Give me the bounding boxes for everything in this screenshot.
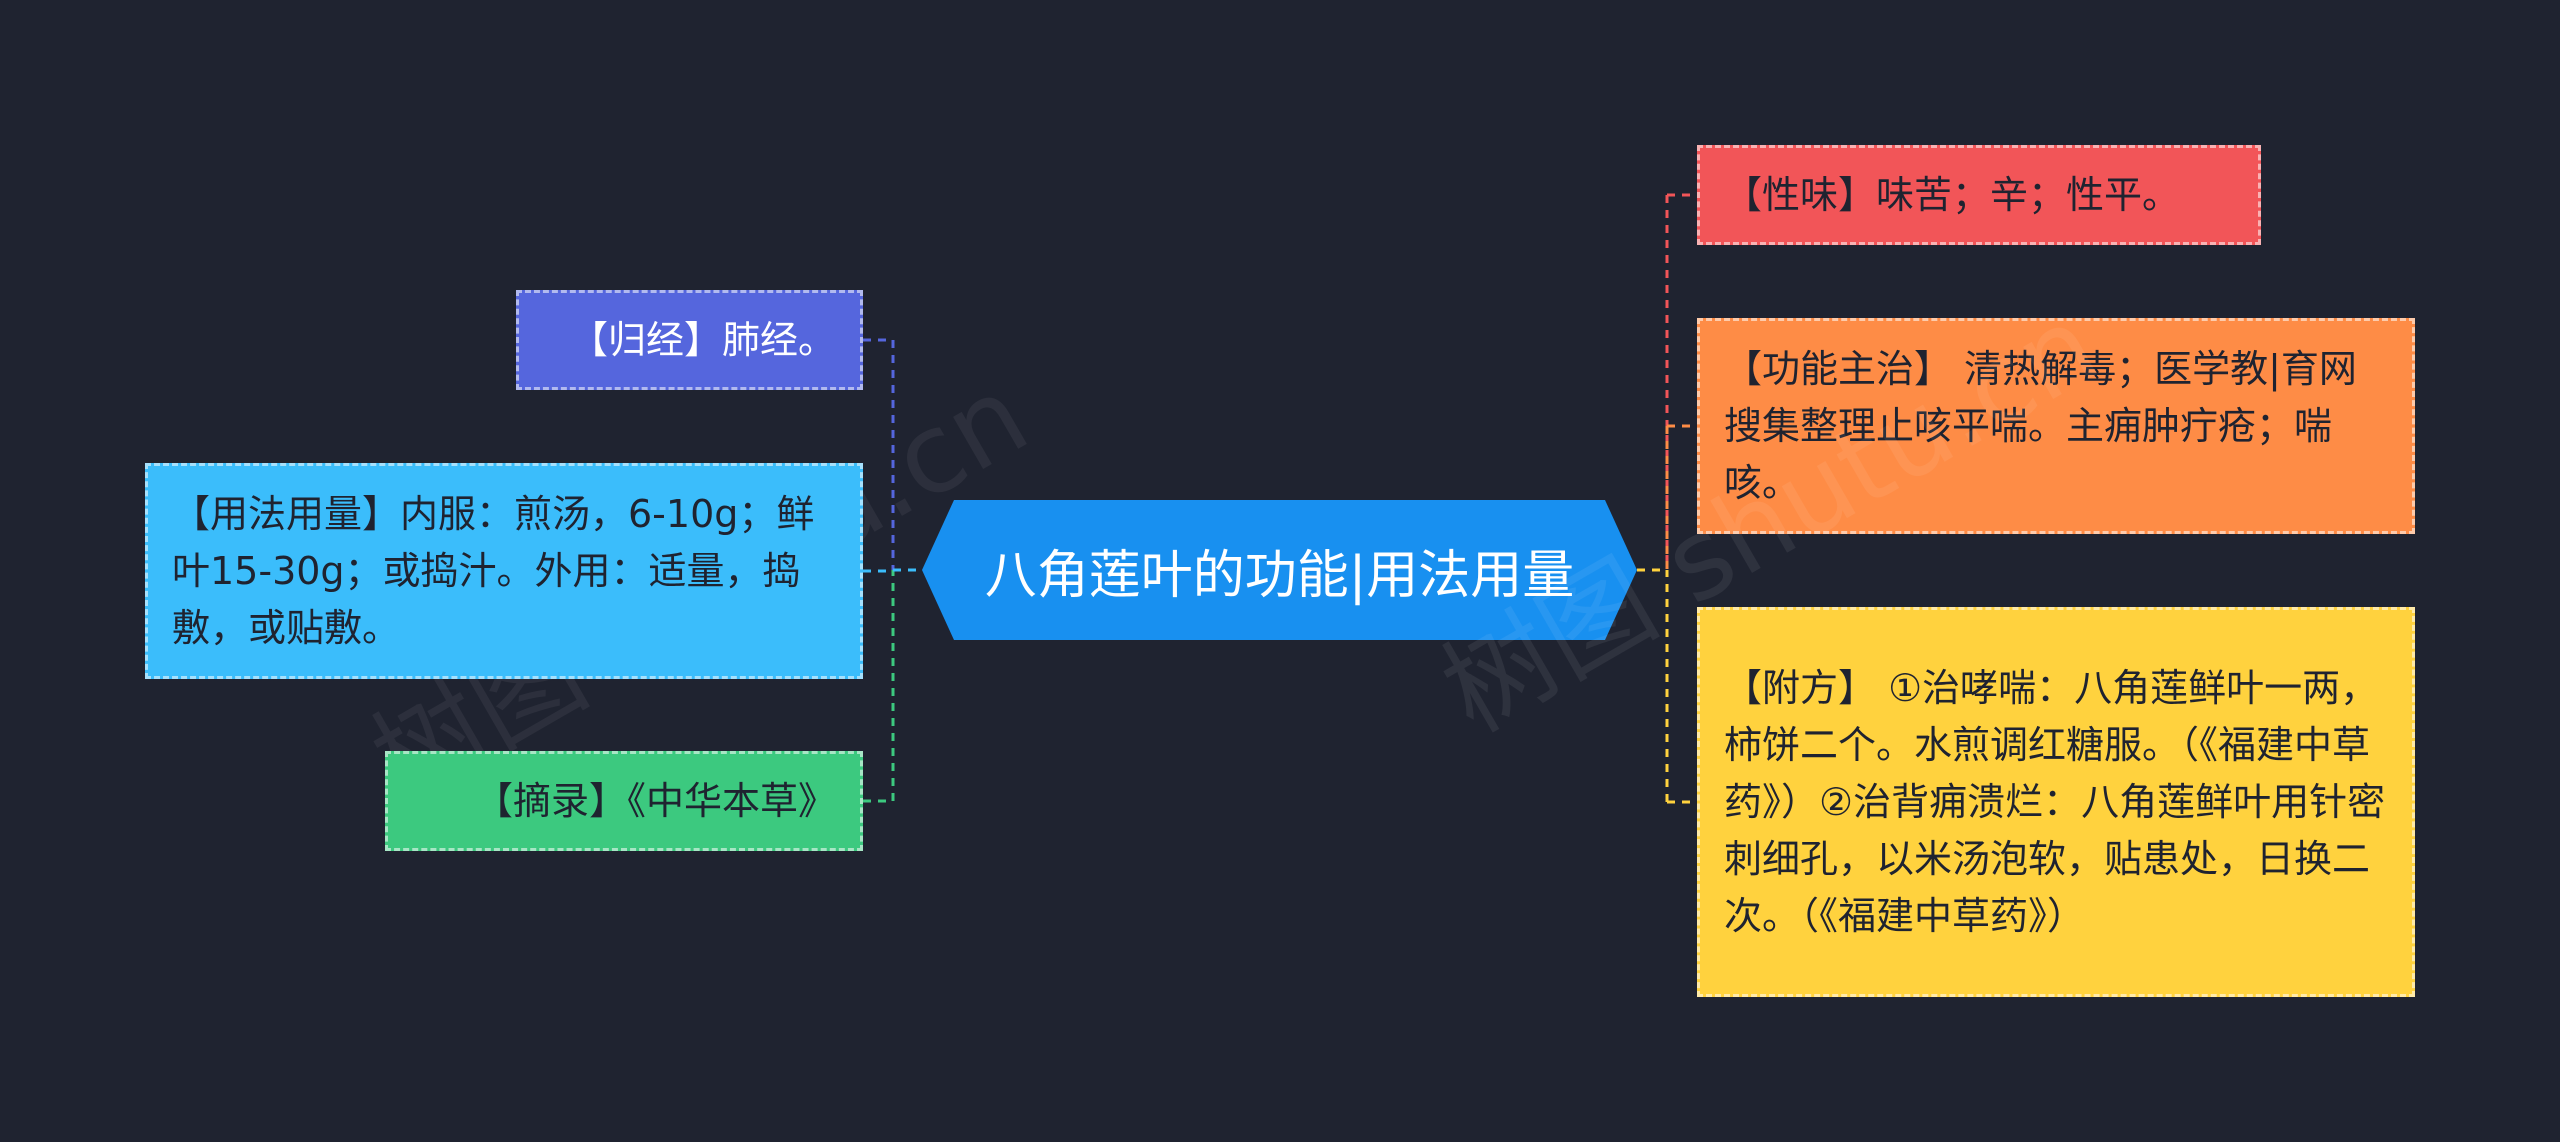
node-xingwei-label: 【性味】味苦；辛；性平。 <box>1724 172 2181 217</box>
node-gongneng[interactable]: 【功能主治】 清热解毒；医学教|育网搜集整理止咳平喘。主痈肿疔疮；喘咳。 <box>1697 318 2415 534</box>
node-fufang[interactable]: 【附方】 ①治哮喘：八角莲鲜叶一两，柿饼二个。水煎调红糖服。（《福建中草药》）②… <box>1697 607 2415 997</box>
node-guijing-label: 【归经】肺经。 <box>569 317 836 362</box>
central-topic[interactable]: 八角莲叶的功能|用法用量 <box>922 500 1637 640</box>
node-zhailu-label: 【摘录】《中华本草》 <box>474 778 836 823</box>
node-gongneng-label: 【功能主治】 清热解毒；医学教|育网搜集整理止咳平喘。主痈肿疔疮；喘咳。 <box>1724 346 2357 505</box>
node-fufang-label: 【附方】 ①治哮喘：八角莲鲜叶一两，柿饼二个。水煎调红糖服。（《福建中草药》）②… <box>1724 665 2386 938</box>
node-zhailu[interactable]: 【摘录】《中华本草》 <box>385 751 863 851</box>
node-xingwei[interactable]: 【性味】味苦；辛；性平。 <box>1697 145 2261 245</box>
central-topic-label: 八角莲叶的功能|用法用量 <box>984 545 1575 606</box>
node-yongfa-label: 【用法用量】内服：煎汤，6-10g；鲜叶15-30g；或捣汁。外用：适量，捣敷，… <box>172 491 815 650</box>
node-guijing[interactable]: 【归经】肺经。 <box>516 290 863 390</box>
node-yongfa[interactable]: 【用法用量】内服：煎汤，6-10g；鲜叶15-30g；或捣汁。外用：适量，捣敷，… <box>145 463 863 679</box>
